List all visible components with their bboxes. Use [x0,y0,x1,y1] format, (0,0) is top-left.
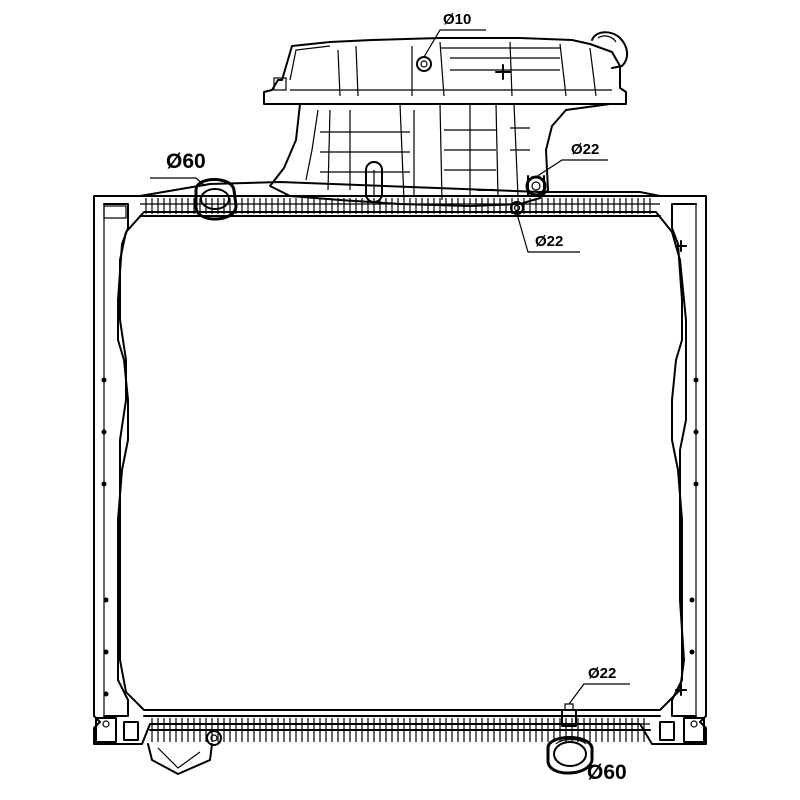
lower-vent-diameter-label: Ø22 [588,665,616,682]
upper-hose-diameter-label: Ø60 [166,150,206,173]
upper-vent-diameter-label-2: Ø22 [535,233,563,250]
upper-vent-fitting [525,175,547,197]
dimension-leaders [150,29,630,705]
top-cap-diameter-label: Ø10 [443,11,471,28]
upper-vent-diameter-label-1: Ø22 [571,141,599,158]
bottom-header-tank [95,715,705,775]
upper-hose-connection [194,178,238,221]
lower-vent-fitting [561,703,577,727]
radiator-frame [93,181,707,745]
lower-hose-diameter-label: Ø60 [587,761,627,784]
expansion-tank [263,31,628,207]
lower-hose-connection [546,736,594,775]
top-header-tank [139,195,661,217]
